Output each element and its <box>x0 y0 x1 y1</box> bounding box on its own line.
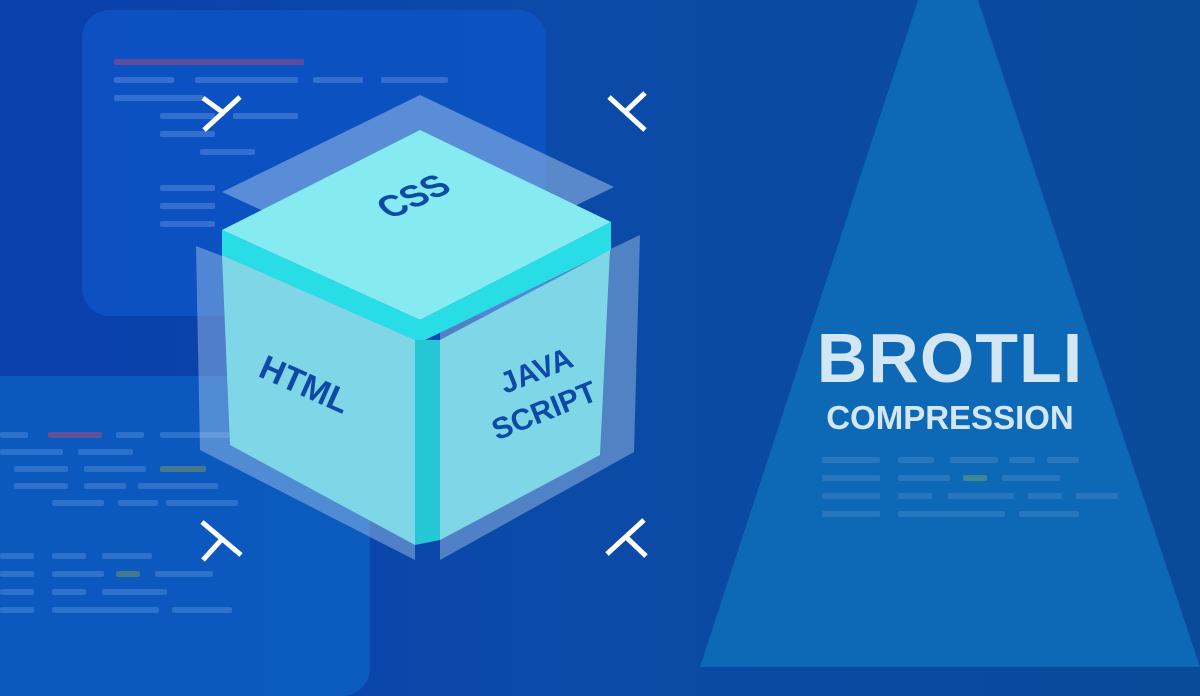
corner-mark-top-right <box>607 91 647 132</box>
corner-marks <box>200 91 648 562</box>
cube-left-face <box>222 255 415 545</box>
corner-mark-top-left <box>201 95 242 132</box>
cube-right-face <box>440 250 610 540</box>
headline: BROTLI COMPRESSION <box>800 318 1100 438</box>
spotlight-beam <box>700 0 1200 667</box>
corner-mark-bottom-left <box>200 520 243 562</box>
cube-edge-band <box>222 222 611 340</box>
cube-top-face <box>222 130 611 320</box>
corner-mark-bottom-right <box>605 518 648 558</box>
headline-sub: COMPRESSION <box>826 399 1074 436</box>
cube-center-edge <box>415 340 440 545</box>
headline-main: BROTLI <box>816 319 1084 397</box>
code-cube: CSS HTML JAVA SCRIPT <box>196 95 640 560</box>
